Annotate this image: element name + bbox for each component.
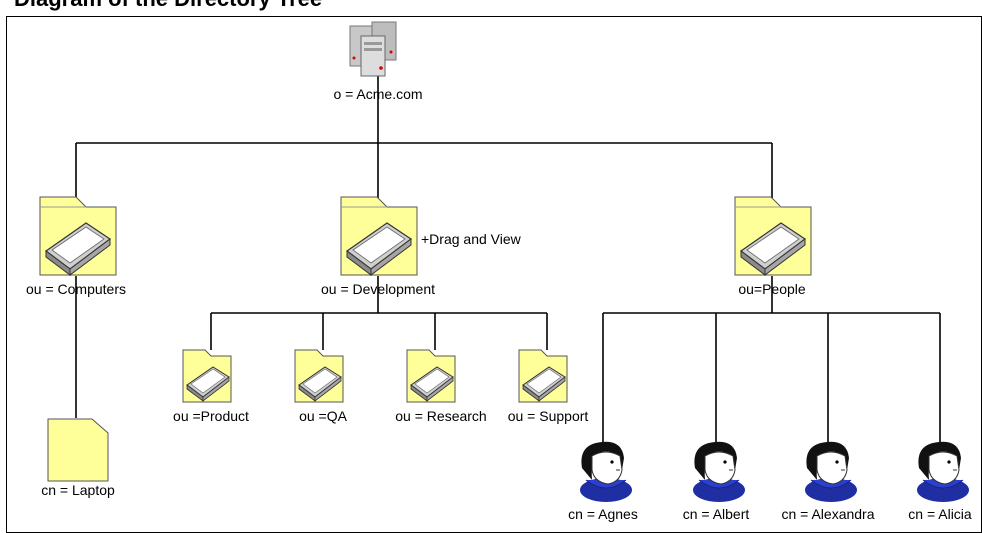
person-agnes[interactable]: cn = Agnes	[568, 441, 638, 522]
ou-product[interactable]: ou =Product	[173, 349, 249, 424]
page-title: Diagram of the Directory Tree	[14, 0, 322, 12]
node-label: ou = Support	[508, 408, 589, 424]
server-icon	[349, 21, 397, 77]
folder-scanner-icon	[294, 349, 344, 403]
ou-support[interactable]: ou = Support	[508, 349, 589, 424]
tree-connectors	[75, 60, 941, 445]
ou-label: ou = Computers	[26, 281, 126, 297]
node-label: cn = Laptop	[41, 482, 115, 498]
ou-research[interactable]: ou = Research	[395, 349, 487, 424]
root-node[interactable]: o = Acme.com	[333, 21, 423, 102]
person-icon	[916, 441, 970, 503]
folder-scanner-icon	[39, 196, 117, 276]
node-label: cn = Alicia	[908, 506, 972, 522]
ou-label: ou = Development	[321, 281, 435, 297]
ou-people[interactable]: ou=People	[734, 196, 812, 297]
root-label: o = Acme.com	[333, 86, 422, 102]
folder-scanner-icon	[734, 196, 812, 276]
folder-icon	[47, 418, 109, 482]
folder-scanner-icon	[518, 349, 568, 403]
folder-scanner-icon	[182, 349, 232, 403]
folder-scanner-icon	[406, 349, 456, 403]
ou-development[interactable]: ou = Development	[321, 196, 435, 297]
person-icon	[804, 441, 858, 503]
person-alicia[interactable]: cn = Alicia	[908, 441, 972, 522]
node-label: ou =QA	[299, 408, 348, 424]
folder-scanner-icon	[340, 196, 418, 276]
ou-label: ou=People	[738, 281, 806, 297]
person-albert[interactable]: cn = Albert	[683, 441, 750, 522]
person-icon	[579, 441, 633, 503]
node-label: ou =Product	[173, 408, 249, 424]
node-laptop[interactable]: cn = Laptop	[41, 418, 115, 498]
person-alexandra[interactable]: cn = Alexandra	[781, 441, 875, 522]
node-label: ou = Research	[395, 408, 486, 424]
node-label: cn = Alexandra	[781, 506, 874, 522]
ou-qa[interactable]: ou =QA	[294, 349, 348, 424]
node-label: cn = Albert	[683, 506, 750, 522]
drag-hint: +Drag and View	[421, 231, 522, 247]
ou-computers[interactable]: ou = Computers	[26, 196, 126, 297]
node-label: cn = Agnes	[568, 506, 638, 522]
person-icon	[692, 441, 746, 503]
